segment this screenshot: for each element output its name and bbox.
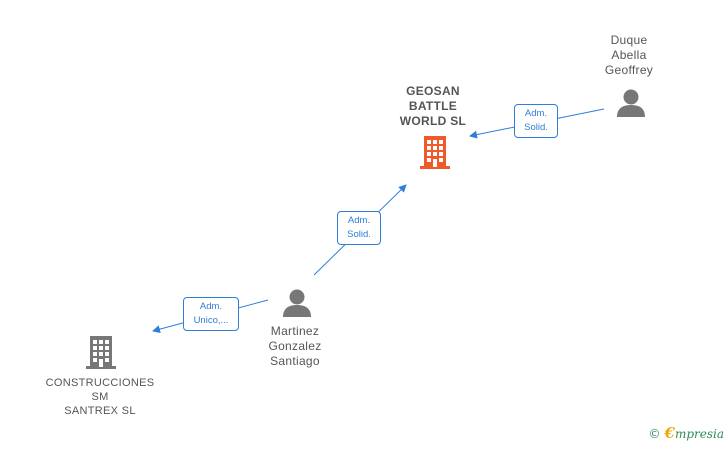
name-line: WORLD SL <box>399 114 467 128</box>
name-line: Gonzalez <box>268 339 322 353</box>
building-icon[interactable] <box>84 334 118 370</box>
building-icon[interactable] <box>418 134 452 170</box>
copyright-symbol: © <box>648 427 661 441</box>
person-icon[interactable] <box>615 88 647 118</box>
node-label-geosan[interactable]: GEOSAN BATTLE WORLD SL <box>386 84 480 129</box>
role-line: Unico,... <box>193 315 229 326</box>
name-line: SM <box>91 391 109 403</box>
name-line: SANTREX SL <box>64 405 136 417</box>
node-label-duque[interactable]: Duque Abella Geoffrey <box>596 33 662 78</box>
role-line: Adm. <box>347 215 371 226</box>
name-line: BATTLE <box>408 99 458 113</box>
edge-label-martinez-construcciones[interactable]: Adm. Unico,... <box>183 297 239 331</box>
brand-rest: mpresia <box>674 427 724 441</box>
name-line: Geoffrey <box>604 63 654 77</box>
role-line: Solid. <box>347 229 371 240</box>
name-line: Abella <box>611 48 647 62</box>
name-line: Martinez <box>270 324 320 338</box>
edge-label-martinez-geosan[interactable]: Adm. Solid. <box>337 211 381 245</box>
empresia-watermark: ©€mpresia <box>649 424 725 442</box>
edge-label-duque-geosan[interactable]: Adm. Solid. <box>514 104 558 138</box>
name-line: GEOSAN <box>406 84 460 98</box>
role-line: Solid. <box>524 122 548 133</box>
role-line: Adm. <box>524 108 548 119</box>
name-line: Santiago <box>270 354 320 368</box>
node-label-martinez[interactable]: Martinez Gonzalez Santiago <box>258 324 332 369</box>
node-label-construcciones[interactable]: CONSTRUCCIONES SM SANTREX SL <box>40 376 160 418</box>
name-line: Duque <box>610 33 648 47</box>
role-line: Adm. <box>199 301 223 312</box>
name-line: CONSTRUCCIONES <box>45 377 155 389</box>
person-icon[interactable] <box>281 288 313 318</box>
brand-initial: € <box>664 424 675 442</box>
